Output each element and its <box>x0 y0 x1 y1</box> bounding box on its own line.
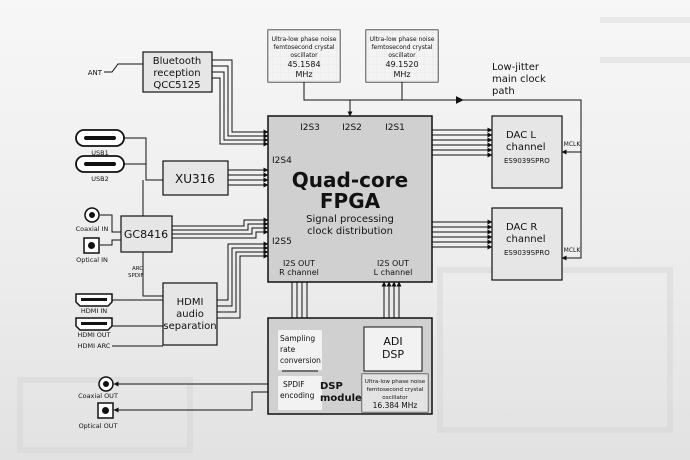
oscillator-49-block: Ultra-low phase noise femtosecond crysta… <box>365 29 439 83</box>
fpga-out-r-line2: R channel <box>279 268 319 277</box>
dsp-module-line1: DSP <box>320 381 343 392</box>
dac-l-line1: DAC L <box>506 130 536 141</box>
signal-lines <box>100 59 582 413</box>
usb1-label: USB1 <box>91 149 108 157</box>
dac-l-line3: ES9039SPRO <box>504 157 550 165</box>
coaxial-out-connector-icon <box>98 376 114 392</box>
usb1-connector-icon <box>75 129 125 147</box>
optical-in-label: Optical IN <box>76 256 108 264</box>
hdmi-line3: separation <box>163 321 216 332</box>
fpga-port-i2s2: I2S2 <box>342 123 362 133</box>
hdmi-in-connector-icon <box>75 293 113 307</box>
dac-r-block: DAC R channel ES9039SPRO <box>491 207 563 281</box>
fpga-title-line2: FPGA <box>320 189 381 213</box>
fpga-subtitle-line2: clock distribution <box>307 226 393 237</box>
mclk-l-label: MCLK <box>564 141 582 148</box>
bluetooth-line3: QCC5125 <box>153 80 200 91</box>
optical-out-connector-icon <box>97 402 114 419</box>
dac-l-block: DAC L channel ES9039SPRO <box>491 115 563 189</box>
osc-a-line1: Ultra-low phase noise <box>272 36 337 43</box>
ant-label: ANT <box>88 69 103 77</box>
dac-r-line2: channel <box>506 234 546 245</box>
fpga-out-l-line2: L channel <box>374 268 413 277</box>
bluetooth-line1: Bluetooth <box>153 56 202 67</box>
hdmi-in-label: HDMI IN <box>81 307 107 315</box>
dsp-osc-line4: 16.384 MHz <box>373 401 418 410</box>
usb2-label: USB2 <box>91 175 108 183</box>
bluetooth-block: Bluetooth reception QCC5125 <box>142 51 213 93</box>
dsp-spdif-line1: SPDIF <box>283 380 305 389</box>
hdmi-out-connector-icon <box>75 317 113 331</box>
bluetooth-line2: reception <box>153 68 200 79</box>
osc-b-line1: Ultra-low phase noise <box>370 36 435 43</box>
coaxial-in-label: Coaxial IN <box>76 225 109 233</box>
dsp-osc-line1: Ultra-low phase noise <box>365 379 426 385</box>
hdmi-arc-label: HDMI ARC <box>78 342 111 350</box>
hdmi-out-label: HDMI OUT <box>77 331 110 339</box>
fpga-port-i2s1: I2S1 <box>385 123 405 133</box>
osc-a-line4: 45.1584 <box>287 60 320 69</box>
oscillator-45-block: Ultra-low phase noise femtosecond crysta… <box>267 29 341 83</box>
osc-b-line2: femtosecond crystal <box>371 44 432 51</box>
dsp-conversion-line2: rate <box>280 345 296 354</box>
dsp-osc-line2: femtosecond crystal <box>367 387 424 393</box>
optical-in-connector-icon <box>83 237 100 254</box>
dsp-conversion-line1: Sampling <box>280 334 315 343</box>
fpga-title-line1: Quad-core <box>292 168 408 192</box>
coaxial-in-connector-icon <box>84 207 100 223</box>
fpga-block: I2S3 I2S2 I2S1 I2S4 I2S5 Quad-core FPGA … <box>267 115 433 283</box>
osc-b-line3: oscillator <box>388 52 416 59</box>
arc-label: ARC <box>132 266 143 272</box>
hdmi-line1: HDMI <box>177 297 204 308</box>
clock-path-line3: path <box>492 86 515 97</box>
dsp-module-block: Sampling rate conversion SPDIF encoding … <box>267 317 433 415</box>
adi-dsp-line1: ADI <box>383 335 402 348</box>
dac-l-line2: channel <box>506 142 546 153</box>
xu316-block: XU316 <box>162 160 229 196</box>
osc-a-line2: femtosecond crystal <box>273 44 334 51</box>
fpga-port-i2s4: I2S4 <box>272 156 292 166</box>
usb2-connector-icon <box>75 155 125 173</box>
optical-out-label: Optical OUT <box>79 422 118 430</box>
dsp-conversion-line3: conversion <box>280 356 321 365</box>
osc-b-line4: 49.1520 <box>385 60 418 69</box>
dac-r-line3: ES9039SPRO <box>504 249 550 257</box>
clock-path-line2: main clock <box>492 74 546 85</box>
dsp-module-line2: module <box>320 393 362 404</box>
coaxial-out-label: Coaxial OUT <box>78 392 118 400</box>
fpga-out-l-line1: I2S OUT <box>377 259 409 268</box>
fpga-out-r-line1: I2S OUT <box>283 259 315 268</box>
dsp-osc-line3: oscillator <box>382 395 408 401</box>
fpga-port-i2s3: I2S3 <box>300 123 320 133</box>
osc-a-line5: MHz <box>295 70 312 79</box>
arc-spdif-label: SPDIF <box>128 273 144 279</box>
dsp-spdif-line2: encoding <box>280 391 315 400</box>
xu316-label: XU316 <box>175 172 215 186</box>
clock-path-line1: Low-jitter <box>492 62 540 73</box>
adi-dsp-line2: DSP <box>382 348 404 361</box>
osc-b-line5: MHz <box>393 70 410 79</box>
hdmi-line2: audio <box>176 309 204 320</box>
mclk-r-label: MCLK <box>564 247 582 254</box>
hdmi-separation-block: HDMI audio separation <box>162 282 218 346</box>
dac-r-line1: DAC R <box>506 222 537 233</box>
fpga-subtitle-line1: Signal processing <box>306 214 394 225</box>
fpga-port-i2s5: I2S5 <box>272 237 292 247</box>
gc8416-block: GC8416 <box>120 215 173 253</box>
osc-a-line3: oscillator <box>290 52 318 59</box>
gc8416-label: GC8416 <box>124 228 168 241</box>
